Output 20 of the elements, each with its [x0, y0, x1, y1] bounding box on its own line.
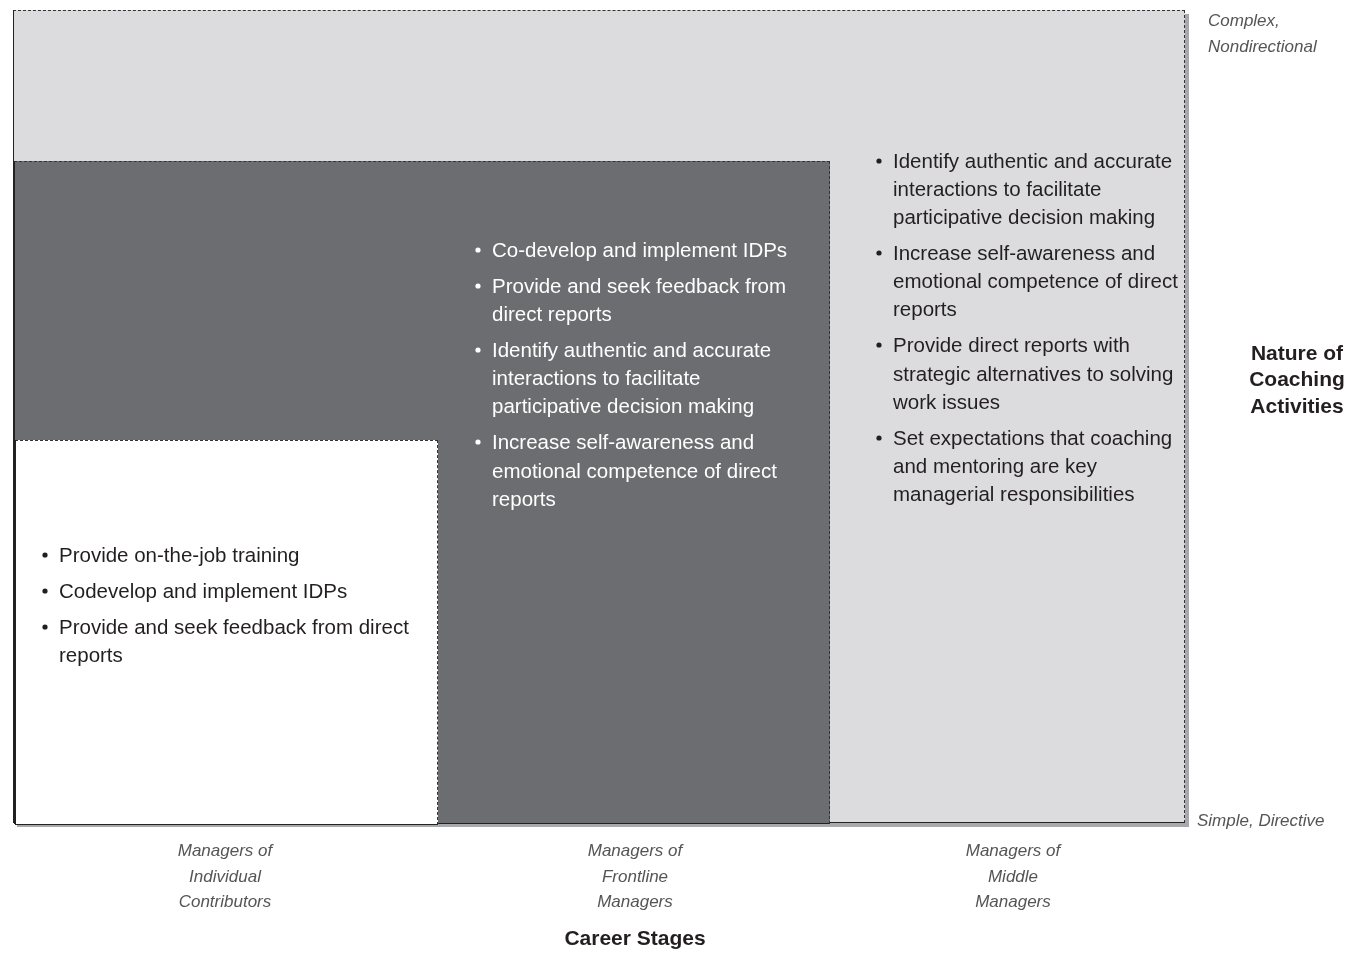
axis-end-label: Complex, Nondirectional: [1208, 10, 1318, 58]
bullet-text: Provide and seek feedback from direct reports: [492, 274, 786, 326]
bullet-text: Increase self-awareness and emotional competence of direct reports: [492, 430, 777, 510]
bullet-text: Identify authentic and accurate interactions to facilitate participative decision making: [492, 338, 772, 418]
bullet-text: Provide and seek feedback from direct reports: [59, 615, 409, 667]
axis-end-label: Simple, Directive: [1197, 810, 1326, 832]
bullet-text: Provide direct reports with strategic alternatives to solving work issues: [893, 333, 1174, 413]
bullet-text: Identify authentic and accurate interactions to facilitate participative decision making: [893, 149, 1173, 229]
stage-panel: [14, 161, 830, 824]
bullet-text: Set expectations that coaching and mentoring are key managerial responsibilities: [893, 425, 1173, 505]
bullet-text: Co-develop and implement IDPs: [492, 238, 788, 261]
bullet-text: Codevelop and implement IDPs: [59, 579, 348, 603]
axis-title: Nature of Coaching Activities: [1248, 340, 1346, 419]
category-label: Managers of Frontline Managers: [586, 840, 685, 913]
category-label: Managers of Middle Managers: [964, 840, 1063, 913]
bullet-text: Increase self-awareness and emotional competence of direct reports: [893, 241, 1178, 321]
stage-panel: [15, 440, 438, 825]
axis-title: Career Stages: [563, 925, 707, 951]
bullet-text: Provide on-the-job training: [59, 543, 300, 566]
category-label: Managers of Individual Contributors: [176, 840, 275, 913]
